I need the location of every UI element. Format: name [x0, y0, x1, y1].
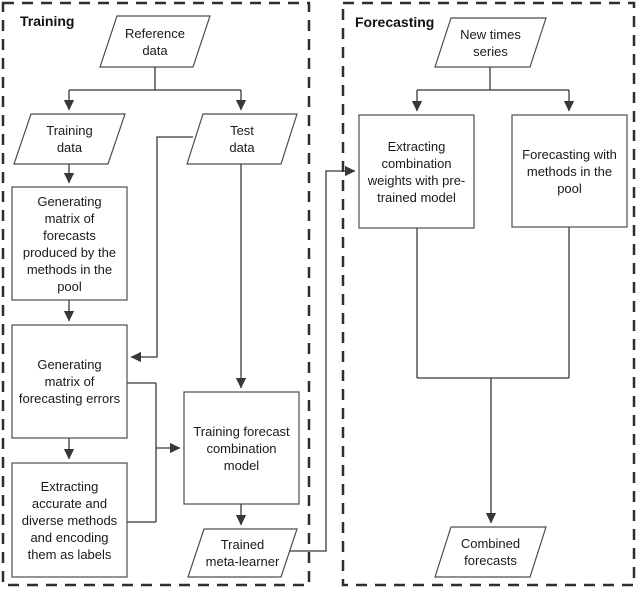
gen-forecasts-shape — [11, 186, 128, 301]
forecasting-section-label: Forecasting — [355, 14, 435, 30]
node-new-time-series: New times series — [460, 26, 521, 59]
extract-labels-shape — [11, 462, 128, 578]
edge-meta-learner-to-extract-weights — [290, 165, 356, 552]
forecasting-section-frame — [341, 1, 636, 587]
trained-meta-learner-shape — [187, 528, 298, 578]
test-data-shape — [186, 113, 298, 165]
node-trained-meta-learner: Trained meta-learner — [205, 537, 280, 569]
training-section-label: Training — [20, 13, 75, 29]
node-extract-labels: Extracting accurate and diverse methods … — [21, 478, 118, 562]
training-model-shape — [183, 391, 300, 505]
node-gen-errors: Generating matrix of forecasting errors — [18, 357, 121, 406]
forecast-with-pool-shape — [511, 114, 628, 228]
node-gen-forecasts: Generating matrix of forecasts produced … — [22, 193, 117, 294]
node-reference-data: Reference data — [125, 25, 185, 58]
training-section-frame — [1, 1, 311, 587]
extract-weights-shape — [358, 114, 475, 229]
node-training-model: Training forecast combination model — [193, 423, 290, 473]
node-training-data: Training data — [46, 123, 93, 155]
node-forecast-with-pool: Forecasting with methods in the pool — [522, 146, 617, 196]
gen-errors-shape — [11, 324, 128, 439]
edge-test-data-to-gen-errors — [130, 136, 193, 363]
combined-forecasts-shape — [434, 526, 547, 578]
node-combined-forecasts: Combined forecasts — [460, 536, 521, 568]
reference-data-shape — [99, 15, 211, 68]
node-test-data: Test data — [229, 123, 255, 155]
connectors — [63, 67, 575, 552]
node-extract-weights: Extracting combination weights with pre-… — [367, 138, 466, 205]
new-time-series-shape — [434, 17, 547, 68]
training-data-shape — [13, 113, 126, 165]
